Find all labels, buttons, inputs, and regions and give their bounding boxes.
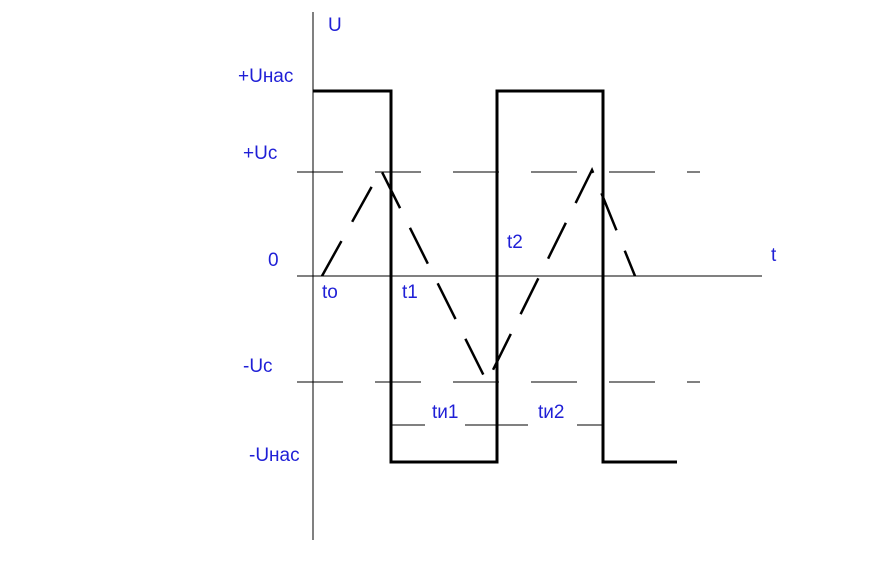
y-axis-label: U (328, 15, 342, 36)
duration-label-ti2: tи2 (538, 402, 564, 423)
time-label-t0: to (322, 282, 338, 303)
time-label-t2: t2 (507, 232, 523, 253)
duration-label-ti1: tи1 (432, 402, 458, 423)
level-label-u-sat-neg: -Uнас (249, 445, 300, 466)
level-label-u-sat-pos: +Uнас (238, 66, 293, 87)
square-wave (313, 89, 677, 464)
level-label-u-c-neg: -Uс (243, 356, 273, 377)
time-label-t1: t1 (402, 282, 418, 303)
triangle-wave (320, 166, 637, 385)
level-label-zero: 0 (268, 250, 279, 271)
x-axis-label: t (771, 245, 777, 266)
level-label-u-c-pos: +Uс (243, 143, 277, 164)
